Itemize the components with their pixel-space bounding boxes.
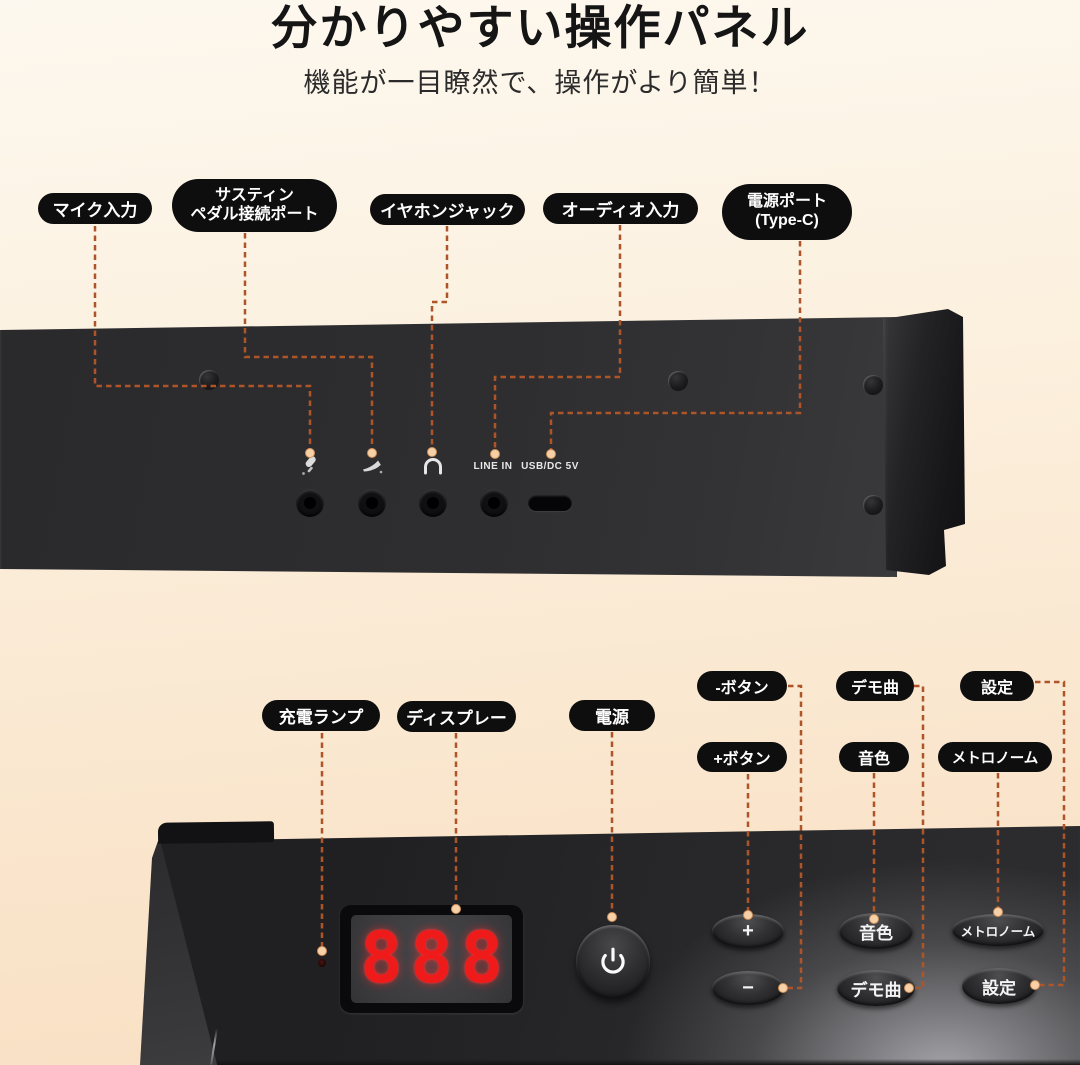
callout-demo-song: デモ曲: [836, 671, 914, 701]
line-in-jack: [480, 489, 508, 517]
rear-panel-photo: LINE IN USB/DC 5V: [0, 317, 897, 577]
callout-power: 電源: [569, 700, 655, 731]
callout-sustain-pedal-port: サスティン ペダル接続ポート: [172, 179, 337, 232]
callout-sustain-line2: ペダル接続ポート: [190, 205, 319, 223]
microphone-icon: [302, 456, 316, 475]
panel-rear-lip: [157, 821, 275, 844]
headphone-icon: [424, 458, 442, 475]
callout-power-port-line2: (Type-C): [755, 212, 819, 229]
sustain-pedal-jack: [358, 489, 386, 517]
settings-button: 設定: [962, 968, 1036, 1004]
display-digits: 888: [360, 917, 511, 999]
callout-audio-input: オーディオ入力: [543, 193, 698, 224]
callout-sustain-line1: サスティン: [215, 186, 294, 204]
callout-power-port-line1: 電源ポート: [746, 193, 827, 211]
control-panel-photo: 888 + − 音色 デモ曲 メトロノーム 設定: [110, 818, 1080, 1065]
metronome-button: メトロノーム: [952, 914, 1044, 946]
callout-plus-button: +ボタン: [697, 742, 787, 772]
demo-song-button: デモ曲: [837, 970, 915, 1006]
callout-metronome: メトロノーム: [938, 742, 1052, 772]
callout-settings: 設定: [960, 671, 1034, 701]
plus-button: +: [712, 914, 784, 948]
callout-minus-button: -ボタン: [697, 671, 787, 701]
screw-icon: [668, 371, 688, 391]
callout-voice: 音色: [839, 742, 909, 772]
display-bezel: 888: [340, 905, 523, 1013]
screw-icon: [863, 375, 883, 395]
callout-mic-input: マイク入力: [38, 193, 152, 224]
charging-led: [318, 959, 326, 967]
screw-icon: [863, 495, 883, 515]
callout-earphone-jack: イヤホンジャック: [370, 194, 525, 225]
mic-jack: [296, 489, 324, 517]
screw-icon: [199, 370, 219, 390]
sustain-pedal-icon: [363, 460, 383, 474]
callout-power-port: 電源ポート (Type-C): [722, 184, 852, 240]
power-icon: [601, 947, 625, 974]
headphone-jack: [419, 489, 447, 517]
page-subtitle: 機能が一目瞭然で、操作がより簡単！: [303, 68, 777, 98]
power-button: [576, 925, 650, 999]
usb-c-port: [528, 495, 572, 511]
usb-dc-marking: USB/DC 5V: [521, 461, 579, 472]
voice-button: 音色: [839, 913, 913, 949]
minus-button: −: [712, 971, 784, 1005]
line-in-marking: LINE IN: [473, 461, 513, 472]
callout-charge-lamp: 充電ランプ: [262, 700, 380, 731]
led-display: 888: [351, 915, 512, 1003]
callout-display: ディスプレー: [397, 701, 516, 732]
keyboard-end-cap: [883, 309, 965, 575]
page-title: 分かりやすい操作パネル: [270, 1, 810, 54]
